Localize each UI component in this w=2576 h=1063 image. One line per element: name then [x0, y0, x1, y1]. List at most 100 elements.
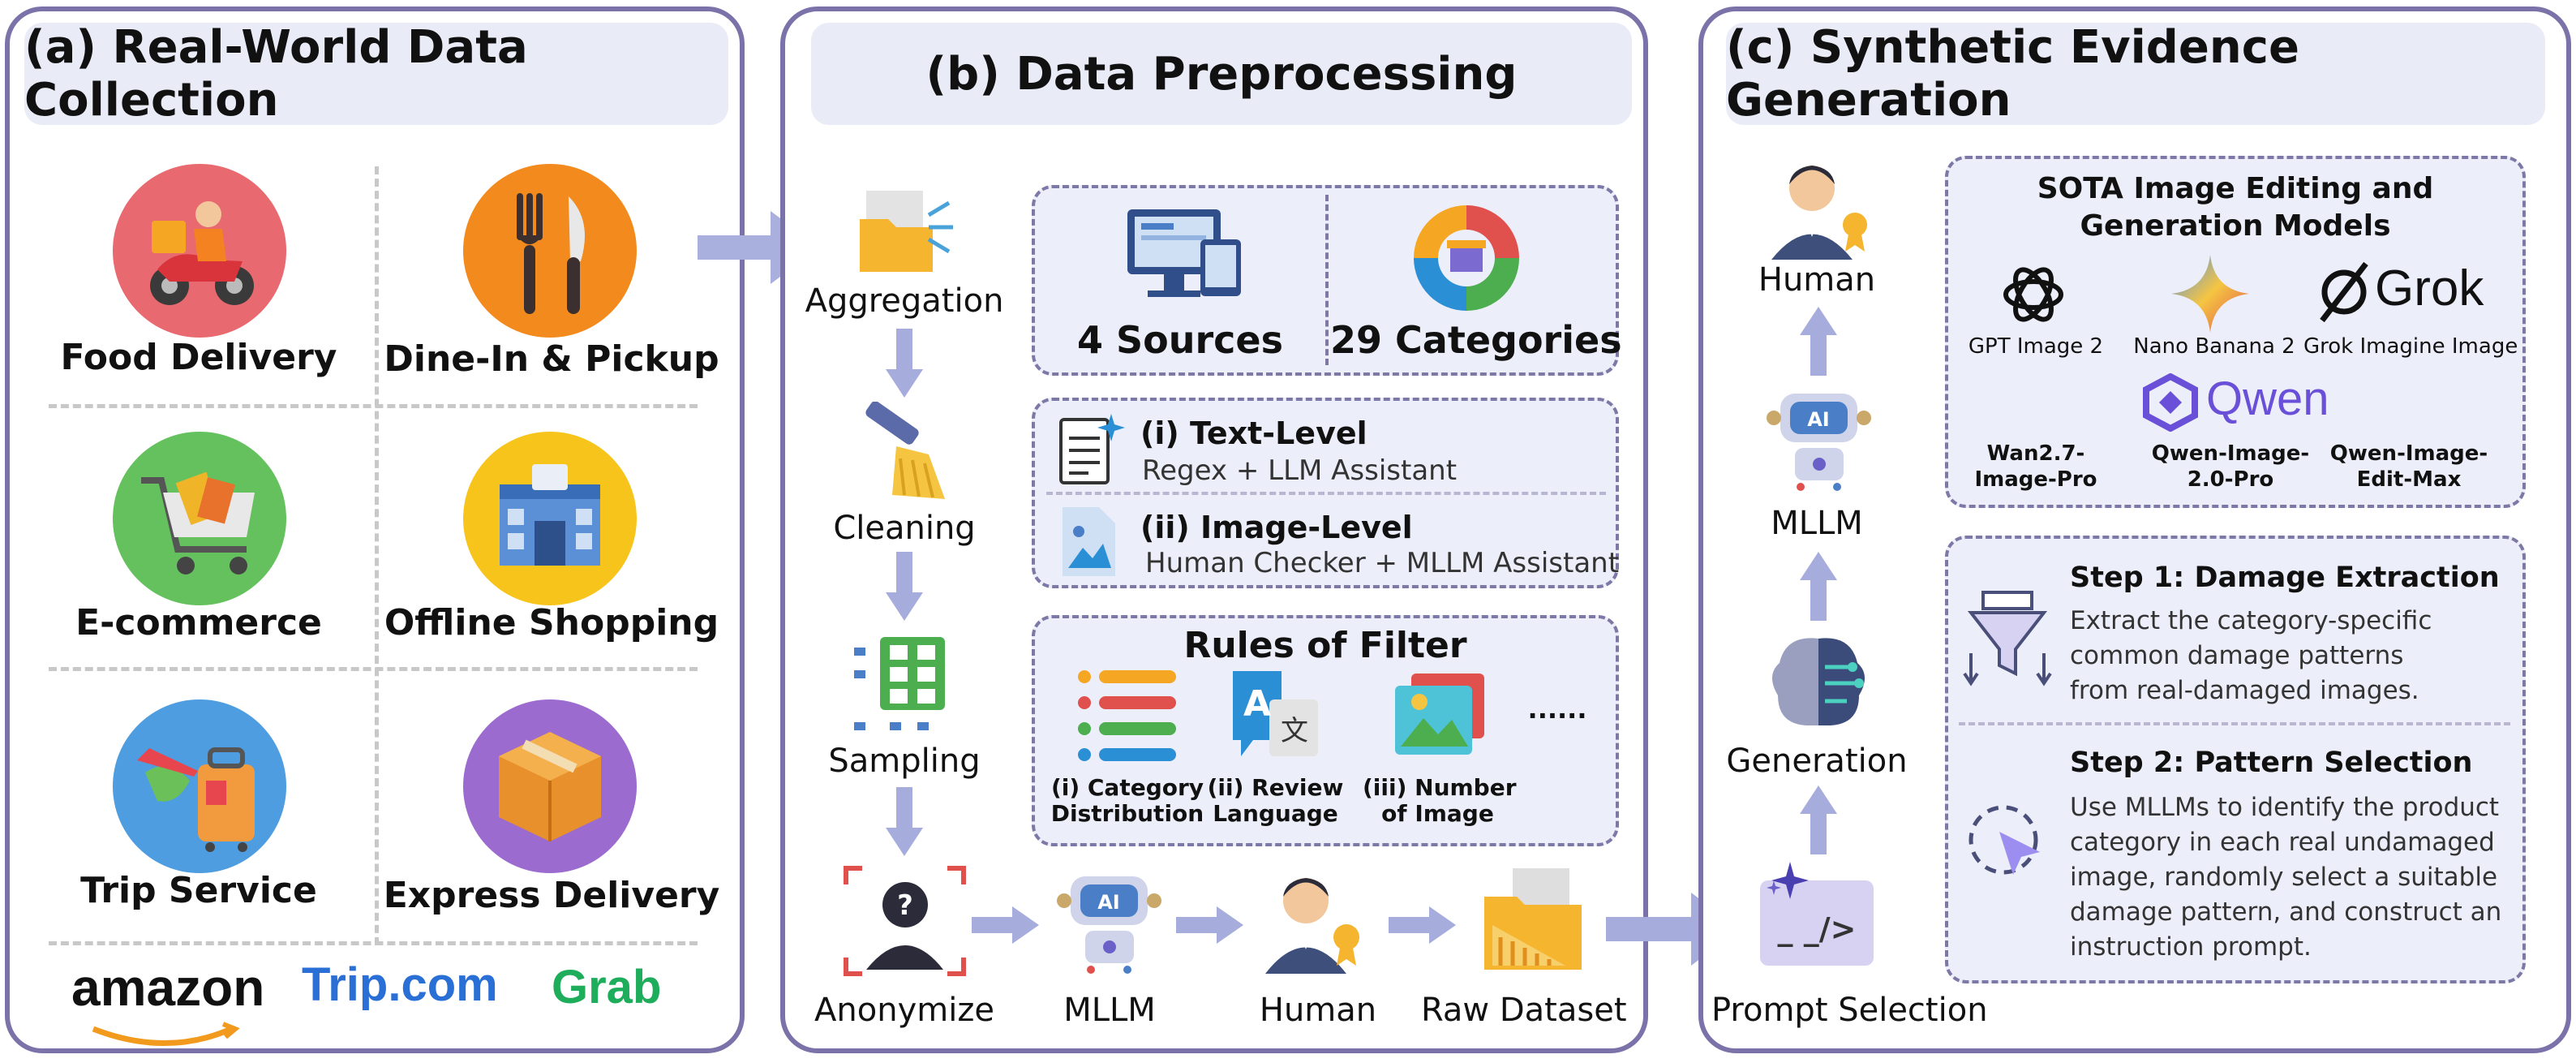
qwen-logo-text: Qwen: [2206, 372, 2329, 425]
divider: [375, 166, 379, 945]
model-label: Wan2.7-Image-Pro: [1974, 441, 2097, 492]
category-label: E-commerce: [75, 602, 322, 643]
raw-dataset-icon: [1484, 868, 1582, 970]
step2-line: category in each real undamaged: [2070, 828, 2495, 857]
flow-label: MLLM: [1771, 505, 1863, 542]
human-reviewer-icon: [1771, 166, 1867, 260]
step-label: MLLM: [1063, 992, 1156, 1029]
translate-icon: A 文: [1233, 671, 1318, 756]
svg-text:A: A: [1243, 683, 1271, 725]
image-stack-icon: [1395, 674, 1484, 755]
image-level-desc: Human Checker + MLLM Assistant: [1145, 547, 1620, 579]
step2-title: Step 2: Pattern Selection: [2070, 747, 2473, 779]
right-arrow: [1389, 906, 1456, 944]
divider: [1046, 492, 1606, 495]
model-label: Nano Banana 2: [2133, 334, 2295, 359]
step2-line: Use MLLMs to identify the product: [2070, 793, 2500, 822]
up-arrow: [1800, 785, 1837, 854]
categories-label: 29 Categories: [1330, 318, 1622, 362]
category-bars-icon: [1078, 670, 1176, 761]
model-label: Qwen-Image-2.0-Pro: [2151, 441, 2310, 492]
trip-logo: Trip.com: [302, 958, 498, 1011]
divider: [1325, 195, 1329, 365]
openai-logo-icon: [2003, 267, 2063, 322]
svg-text:_ _/>: _ _/>: [1778, 911, 1857, 947]
qwen-logo-icon: [2143, 373, 2198, 432]
category-label: Food Delivery: [60, 337, 337, 378]
step-label: Human: [1259, 992, 1377, 1029]
model-label: Qwen-Image-Edit-Max: [2329, 441, 2488, 492]
flow-label: Human: [1758, 261, 1876, 299]
flow-label: Prompt Selection: [1711, 992, 1988, 1029]
code-prompt-icon: _ _/>: [1760, 862, 1874, 966]
image-level-title: (ii) Image-Level: [1140, 510, 1413, 545]
down-arrow: [886, 787, 923, 856]
steps-box: [1945, 536, 2526, 983]
human-reviewer-icon: [1265, 878, 1359, 974]
step-label: Anonymize: [814, 992, 994, 1029]
luggage-globe-icon: [113, 699, 286, 873]
right-arrow: [972, 906, 1039, 944]
text-level-title: (i) Text-Level: [1140, 415, 1367, 451]
grok-logo-text: Grok: [2375, 260, 2484, 316]
up-arrow: [1800, 552, 1837, 621]
gemini-star-icon: [2171, 255, 2249, 333]
scooter-delivery-icon: [113, 164, 286, 338]
grab-logo: Grab: [552, 961, 662, 1014]
step-label: Raw Dataset: [1421, 992, 1627, 1029]
funnel-extract-icon: [1963, 591, 2052, 686]
divider: [49, 404, 698, 408]
package-box-icon: [463, 699, 637, 873]
step1-line: common damage patterns: [2070, 641, 2404, 670]
broom-cleaning-icon: [865, 402, 945, 499]
step2-line: instruction prompt.: [2070, 932, 2312, 962]
step-label: Cleaning: [833, 510, 976, 547]
storefront-icon: [463, 432, 637, 605]
step1-line: Extract the category-specific: [2070, 606, 2432, 635]
svg-text:AI: AI: [1097, 891, 1120, 914]
sources-label: 4 Sources: [1076, 318, 1284, 362]
robot-ai-icon: AI: [1057, 876, 1161, 974]
right-arrow: [1176, 906, 1243, 944]
filter-title: Rules of Filter: [1183, 625, 1467, 666]
folder-aggregation-icon: [860, 191, 953, 272]
amazon-logo: amazon: [71, 958, 265, 1017]
anonymous-user-icon: ?: [844, 866, 966, 976]
step1-title: Step 1: Damage Extraction: [2070, 562, 2500, 594]
down-arrow: [886, 329, 923, 398]
category-label: Offline Shopping: [384, 602, 719, 643]
category-wheel-icon: [1414, 205, 1519, 311]
model-label: GPT Image 2: [1968, 334, 2104, 359]
step-label: Aggregation: [805, 282, 1004, 320]
panel-c-title: (c) Synthetic Evidence Generation: [1726, 21, 2545, 127]
filter-more-label: ......: [1527, 694, 1587, 725]
flow-label: Generation: [1726, 742, 1908, 780]
shopping-cart-icon: [113, 432, 286, 605]
fork-knife-icon: [463, 164, 637, 338]
divider: [49, 667, 698, 671]
models-box: [1945, 156, 2526, 508]
svg-text:文: 文: [1281, 715, 1308, 747]
model-label: Grok Imagine Image: [2303, 334, 2518, 359]
category-label: Express Delivery: [383, 875, 720, 916]
panel-a-title: (a) Real-World Data Collection: [24, 21, 728, 127]
step-label: Sampling: [828, 742, 981, 780]
amazon-smile-icon: [92, 1022, 240, 1046]
step2-line: damage pattern, and construct an: [2070, 897, 2502, 927]
panel-b-title: (b) Data Preprocessing: [811, 23, 1632, 125]
category-label: Dine-In & Pickup: [384, 338, 719, 380]
text-document-icon: [1059, 414, 1125, 484]
cursor-select-icon: [1968, 805, 2040, 875]
svg-text:AI: AI: [1807, 408, 1830, 431]
step1-line: from real-damaged images.: [2070, 676, 2419, 705]
down-arrow: [886, 552, 923, 621]
divider: [1959, 722, 2510, 725]
brain-generation-icon: [1771, 638, 1865, 725]
step2-line: image, randomly select a suitable: [2070, 863, 2498, 892]
grok-logo-icon: [2320, 261, 2368, 323]
category-label: Trip Service: [80, 870, 317, 911]
